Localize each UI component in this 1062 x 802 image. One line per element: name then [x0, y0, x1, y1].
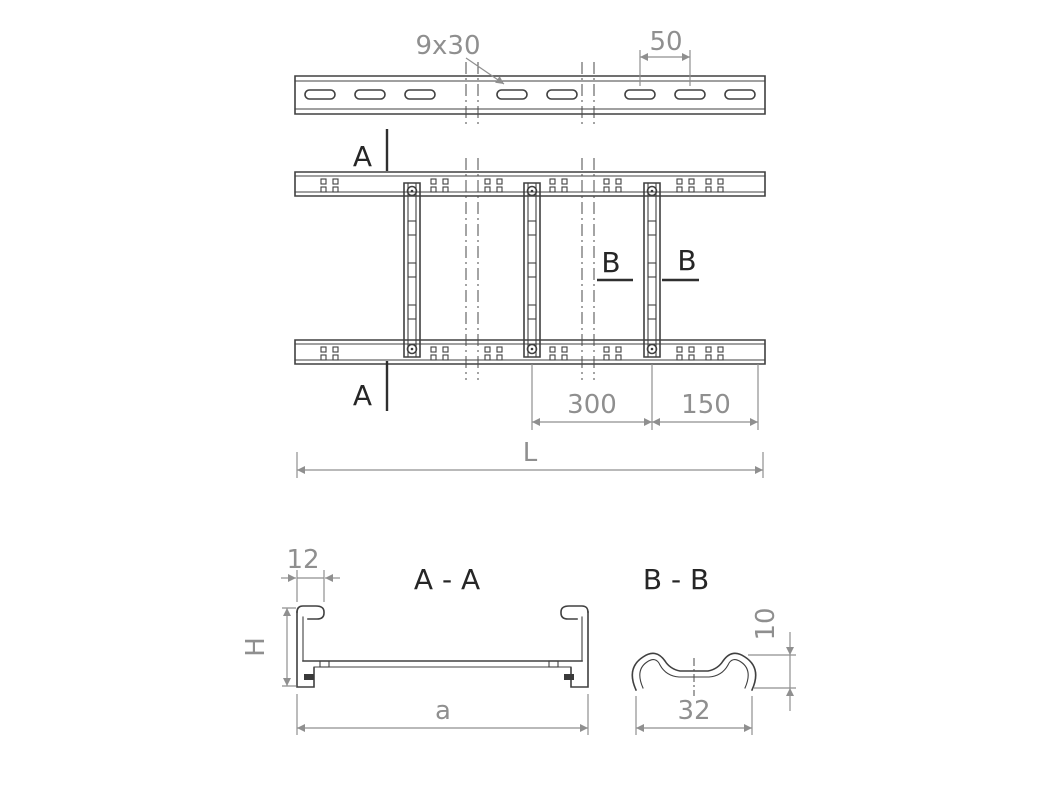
pitch-dimension-label: 50	[649, 27, 682, 57]
break-lines	[465, 158, 595, 380]
section-bb-title: B - B	[643, 563, 709, 596]
height-dimension-aa: H	[241, 607, 296, 687]
slot-size-label: 9x30	[415, 31, 480, 61]
section-aa-title: A - A	[414, 563, 480, 596]
lip-dimension: 12	[281, 545, 340, 602]
pitch-dimension: 50	[639, 27, 691, 86]
rail-slot	[404, 89, 436, 100]
height-dimension-bb: 10	[748, 607, 796, 711]
end-spacing-dimension-label: 150	[681, 390, 731, 420]
section-a-marker-top-label: A	[353, 140, 372, 173]
rung-spacing-dimension-label: 300	[567, 390, 617, 420]
rail-slot	[354, 89, 386, 100]
rung-width-dimension-label: 32	[677, 696, 710, 726]
width-dimension-label-aa: a	[435, 696, 451, 726]
rail-slot	[304, 89, 336, 100]
section-b-cut-marks: B B	[597, 244, 699, 282]
height-dimension-label: H	[241, 637, 271, 657]
slot-size-callout: 9x30	[415, 31, 505, 85]
lip-dimension-label: 12	[286, 545, 319, 575]
rail-slot	[674, 89, 706, 100]
rung-height-dimension-label: 10	[751, 607, 781, 640]
section-b-marker-left-label: B	[601, 246, 620, 279]
section-bb-view: B - B 10 32	[631, 563, 796, 735]
ladder-plan-view	[294, 158, 766, 380]
rail-slot	[496, 89, 528, 100]
width-dimension-aa: a	[296, 694, 589, 735]
break-lines	[465, 62, 595, 127]
section-b-marker-right-label: B	[677, 244, 696, 277]
length-dimension-label: L	[523, 438, 538, 468]
rail-front-view	[294, 62, 766, 127]
section-a-cut-marks: A A	[353, 129, 389, 412]
section-aa-view: A - A 12 H	[241, 545, 589, 735]
width-dimension-bb: 32	[635, 696, 753, 735]
rail-slot	[546, 89, 578, 100]
plan-dimensions: 300 150 L	[296, 364, 764, 478]
rail-slot	[624, 89, 656, 100]
rail-slot	[724, 89, 756, 100]
rung	[643, 182, 661, 358]
leader-line	[465, 57, 505, 85]
rung	[403, 182, 421, 358]
section-a-marker-bottom-label: A	[353, 379, 372, 412]
rung	[523, 182, 541, 358]
